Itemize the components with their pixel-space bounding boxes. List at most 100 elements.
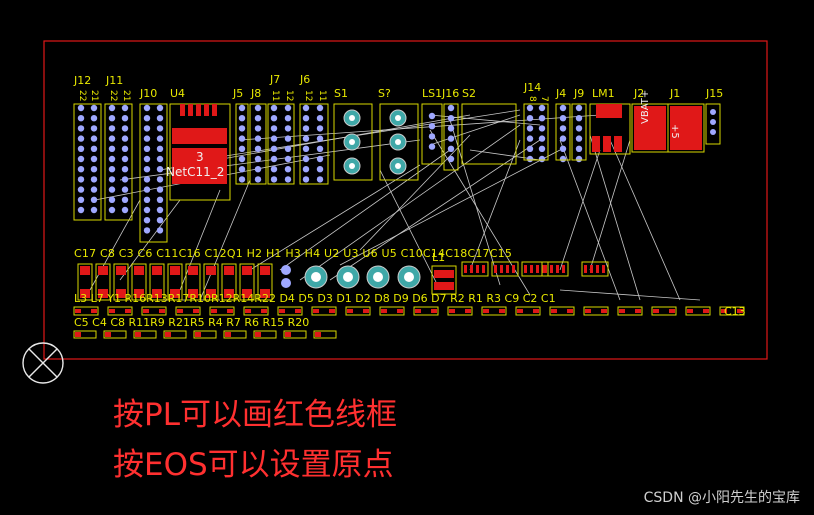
smd-part[interactable] [481, 306, 507, 316]
smd-part[interactable] [719, 306, 745, 316]
cap-pad [134, 266, 144, 275]
smd-part[interactable] [651, 306, 677, 316]
smd-part[interactable] [313, 330, 337, 339]
header-j5[interactable] [235, 103, 249, 185]
ic-package[interactable] [581, 261, 609, 277]
smd-part[interactable] [311, 306, 337, 316]
header-j10[interactable] [139, 103, 168, 243]
pad [156, 186, 164, 193]
smd-part[interactable] [447, 306, 473, 316]
pad [90, 104, 98, 112]
pad [316, 155, 324, 163]
mounting-holes[interactable] [281, 265, 421, 289]
capacitor[interactable] [185, 263, 201, 301]
component-lm1[interactable] [589, 103, 631, 155]
pad [447, 125, 455, 132]
header-j14[interactable] [523, 103, 549, 161]
connector-j1[interactable] [667, 103, 705, 153]
component-u4[interactable] [169, 103, 231, 201]
ic-pad [596, 265, 599, 273]
smd-pad [415, 309, 421, 313]
smd-part[interactable] [103, 330, 127, 339]
smd-part[interactable] [73, 306, 99, 316]
smd-part[interactable] [223, 330, 247, 339]
capacitor[interactable] [239, 263, 255, 301]
ref-j4: J4 [556, 87, 567, 100]
switch-s2[interactable] [461, 103, 517, 165]
smd-part[interactable] [163, 330, 187, 339]
ic-pad [602, 265, 605, 273]
smd-pad [261, 309, 267, 313]
capacitor[interactable] [131, 263, 147, 301]
pad [538, 135, 546, 142]
smd-part[interactable] [277, 306, 303, 316]
ic-package[interactable] [521, 261, 549, 277]
capacitor[interactable] [203, 263, 219, 301]
pad [270, 104, 278, 112]
pad [156, 217, 164, 224]
smd-pad [703, 309, 709, 313]
pad [270, 125, 278, 132]
header-j11[interactable] [104, 103, 133, 221]
l1-pad [434, 270, 454, 278]
smd-part[interactable] [413, 306, 439, 316]
pad [302, 104, 310, 112]
header-j6[interactable] [299, 103, 329, 185]
smd-part[interactable] [617, 306, 643, 316]
header-j15[interactable] [705, 103, 721, 145]
capacitor[interactable] [221, 263, 237, 301]
capacitor[interactable] [77, 263, 93, 301]
smd-part[interactable] [345, 306, 371, 316]
header-j9[interactable] [571, 103, 587, 161]
pad [108, 104, 116, 112]
board-outline[interactable] [43, 40, 768, 360]
smd-pad [567, 309, 573, 313]
smd-pad [109, 309, 115, 313]
smd-part[interactable] [283, 330, 307, 339]
header-j12[interactable] [73, 103, 102, 221]
smd-part[interactable] [193, 330, 217, 339]
header-j7[interactable] [267, 103, 295, 185]
header-j4[interactable] [555, 103, 571, 161]
ic-package[interactable] [541, 261, 569, 277]
component-ls1[interactable] [421, 103, 443, 165]
capacitor-row[interactable] [77, 263, 273, 301]
smd-pad [75, 332, 81, 337]
ic-row[interactable] [461, 261, 609, 277]
smd-part[interactable] [253, 330, 277, 339]
inductor-l1[interactable] [431, 265, 457, 295]
capacitor[interactable] [95, 263, 111, 301]
smd-part[interactable] [549, 306, 575, 316]
smd-part[interactable] [515, 306, 541, 316]
capacitor[interactable] [257, 263, 273, 301]
connector-j2[interactable] [631, 103, 669, 153]
smd-part[interactable] [243, 306, 269, 316]
pad [90, 206, 98, 214]
smd-part[interactable] [583, 306, 609, 316]
smd-part[interactable] [133, 330, 157, 339]
smd-rows[interactable] [73, 306, 745, 339]
smd-part[interactable] [141, 306, 167, 316]
pad [254, 155, 262, 163]
ic-package[interactable] [491, 261, 519, 277]
smd-part[interactable] [73, 330, 97, 339]
ic-pad [506, 265, 509, 273]
ic-package[interactable] [461, 261, 489, 277]
switch-s1[interactable] [333, 103, 373, 181]
origin-marker-icon[interactable] [22, 342, 64, 384]
smd-part[interactable] [175, 306, 201, 316]
capacitor[interactable] [167, 263, 183, 301]
capacitor[interactable] [149, 263, 165, 301]
header-j16[interactable] [443, 103, 459, 171]
capacitor[interactable] [113, 263, 129, 301]
switch-s-unnamed[interactable] [379, 103, 419, 181]
pad [143, 196, 151, 203]
smd-pad [105, 332, 111, 337]
header-j8[interactable] [249, 103, 267, 185]
smd-part[interactable] [685, 306, 711, 316]
smd-part[interactable] [107, 306, 133, 316]
smd-part[interactable] [379, 306, 405, 316]
smd-part[interactable] [209, 306, 235, 316]
pad [538, 155, 546, 163]
